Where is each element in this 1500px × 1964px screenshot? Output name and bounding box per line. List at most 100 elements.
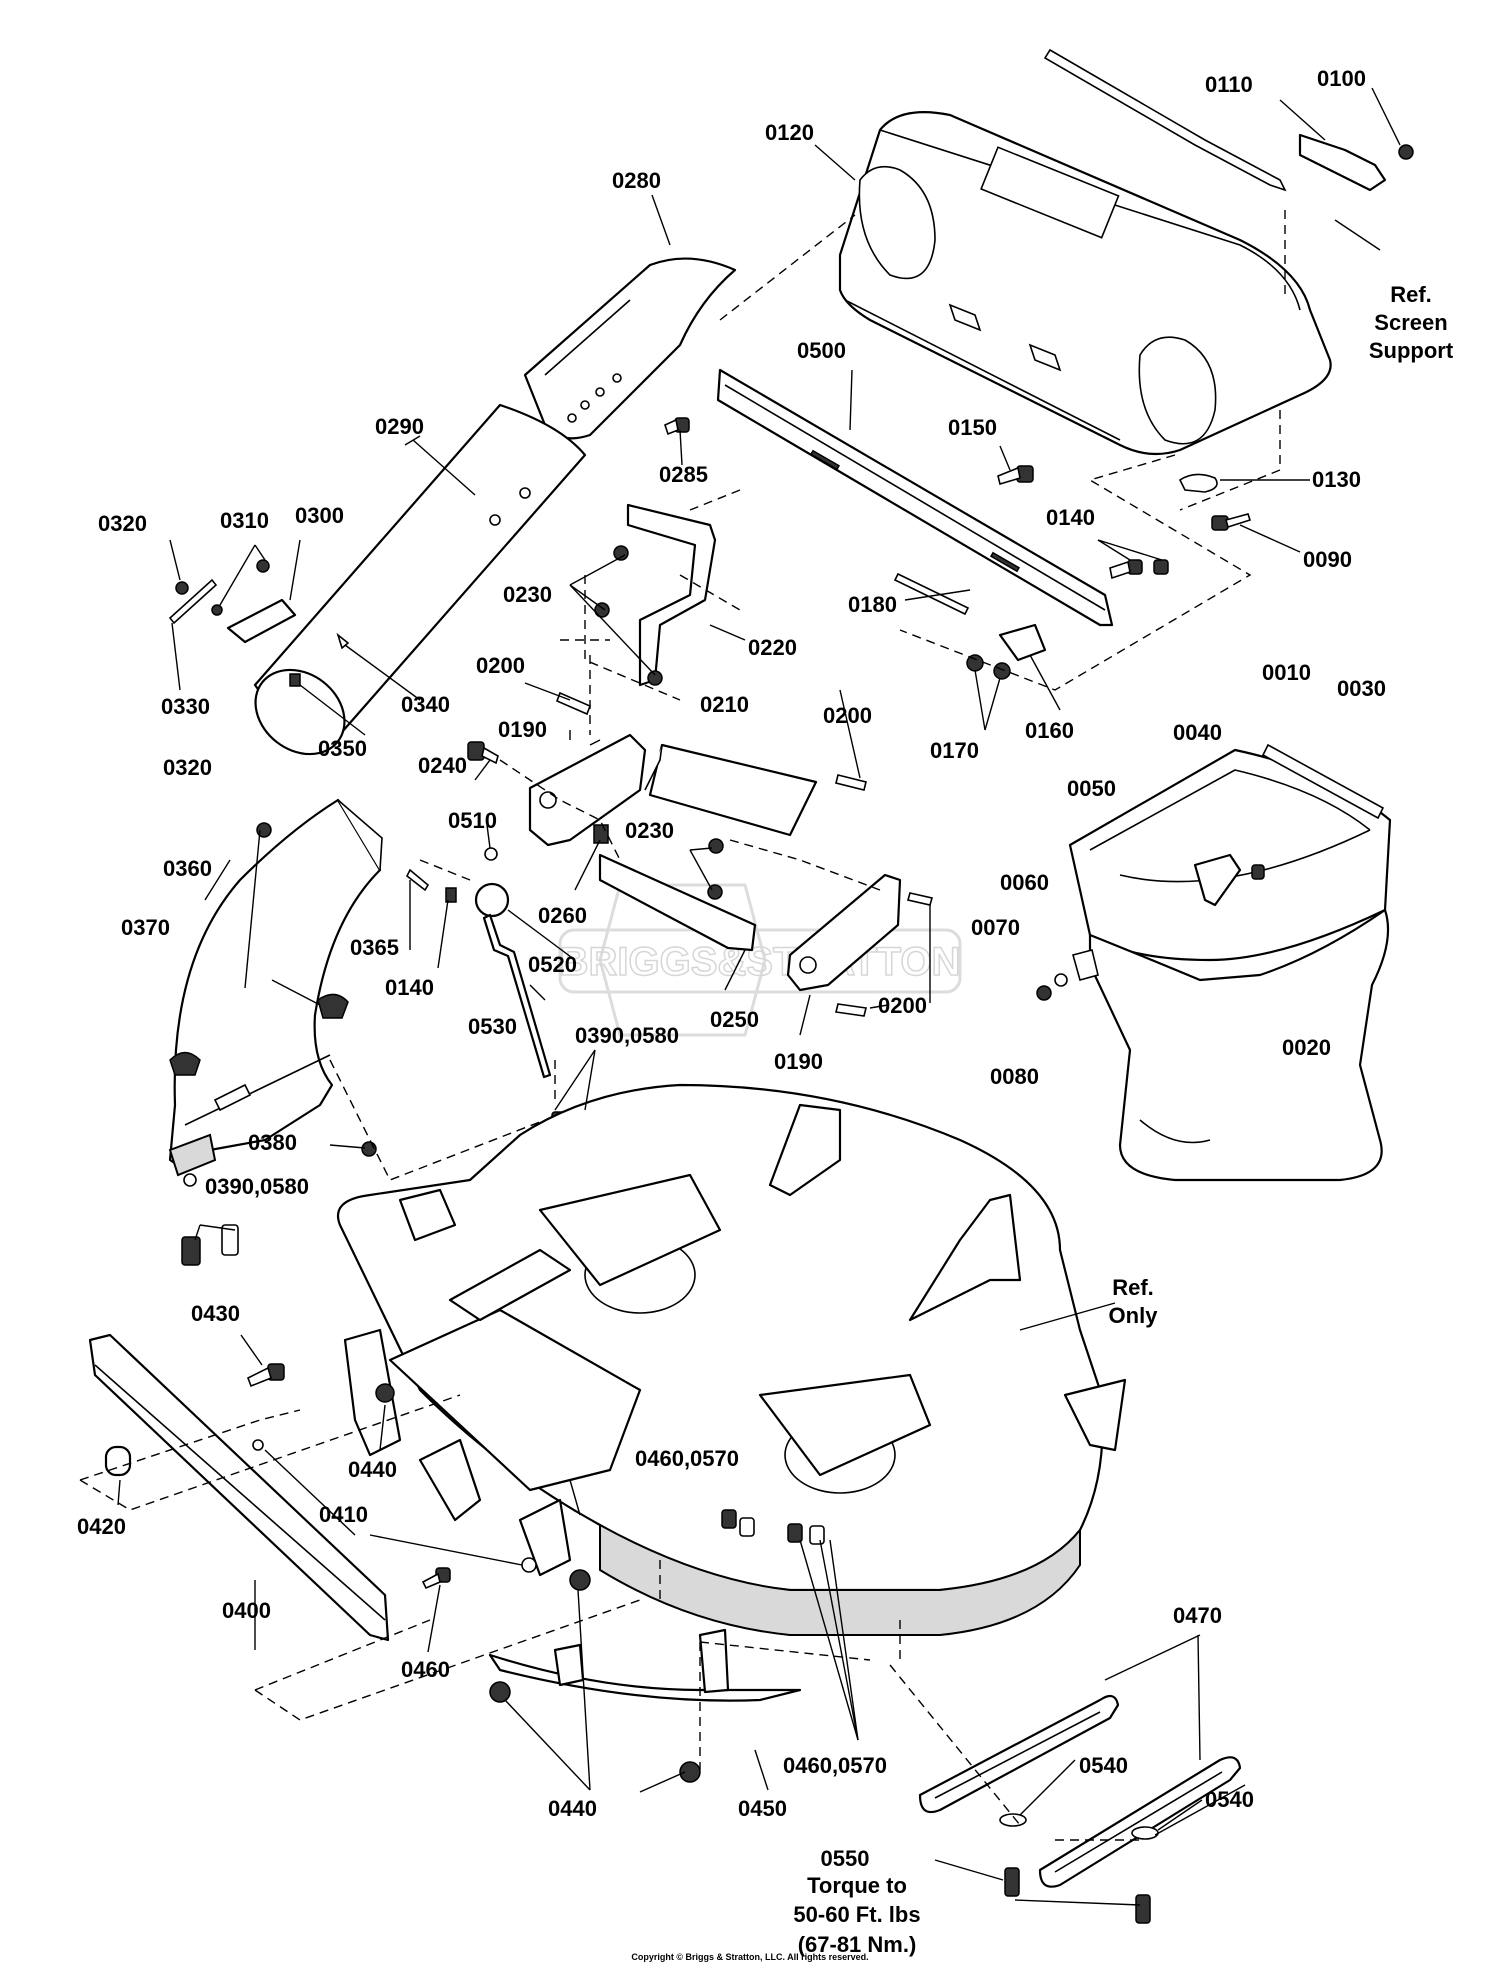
label-0360: 0360 bbox=[163, 856, 212, 881]
label-0020: 0020 bbox=[1282, 1035, 1331, 1060]
label-0120: 0120 bbox=[765, 120, 814, 145]
part-0120-bagger-housing bbox=[838, 111, 1332, 456]
part-0440-nut-upper bbox=[375, 1383, 395, 1403]
part-0530-lift-rod bbox=[482, 913, 552, 1079]
part-0140-bolts-right bbox=[1109, 559, 1169, 580]
label-0330: 0330 bbox=[161, 694, 210, 719]
part-0380-washer bbox=[183, 1173, 197, 1187]
label-0290: 0290 bbox=[375, 414, 424, 439]
label-0450: 0450 bbox=[738, 1796, 787, 1821]
label-0070: 0070 bbox=[971, 915, 1020, 940]
label-0150: 0150 bbox=[948, 415, 997, 440]
label-0180: 0180 bbox=[848, 592, 897, 617]
part-0200-bolt-b bbox=[835, 774, 867, 791]
label-0340: 0340 bbox=[401, 692, 450, 717]
screen-support-rod bbox=[1043, 48, 1287, 192]
label-0370: 0370 bbox=[121, 915, 170, 940]
part-0150-bolt bbox=[997, 465, 1034, 486]
part-0200-bolt-c bbox=[835, 1003, 867, 1017]
part-0460-bolt bbox=[421, 1567, 451, 1590]
part-0160-bracket bbox=[998, 623, 1047, 662]
label-0320-upper: 0320 bbox=[98, 511, 147, 536]
part-0320-nut-lower bbox=[256, 822, 272, 838]
part-0250-bracket bbox=[598, 853, 757, 952]
label-0500: 0500 bbox=[797, 338, 846, 363]
label-0300: 0300 bbox=[295, 503, 344, 528]
label-0200-b: 0200 bbox=[823, 703, 872, 728]
part-0030-handle-rod bbox=[1261, 743, 1385, 820]
part-0540-washer-lower bbox=[1131, 1826, 1159, 1840]
part-0370-knob-b bbox=[317, 993, 349, 1019]
label-0365: 0365 bbox=[350, 935, 399, 960]
leader-lines bbox=[117, 87, 1401, 1906]
part-0090-bolt bbox=[1211, 513, 1252, 531]
label-0140-chute: 0140 bbox=[385, 975, 434, 1000]
part-0350-nut bbox=[289, 673, 301, 687]
label-0350: 0350 bbox=[318, 736, 367, 761]
part-0410-washer-upper bbox=[252, 1439, 264, 1451]
copyright-notice: Copyright © Briggs & Stratton, LLC. All … bbox=[631, 1952, 868, 1962]
note-ref-screen-support: Ref. Screen Support bbox=[1369, 282, 1454, 363]
part-0080-nut bbox=[1036, 985, 1052, 1001]
label-0530: 0530 bbox=[468, 1014, 517, 1039]
svg-text:Ref.: Ref. bbox=[1112, 1275, 1154, 1300]
label-0170: 0170 bbox=[930, 738, 979, 763]
label-0280: 0280 bbox=[612, 168, 661, 193]
label-0460-0570-upper: 0460,0570 bbox=[635, 1446, 739, 1471]
part-0200-bolt-a bbox=[555, 691, 592, 716]
part-0510-clip bbox=[484, 847, 498, 861]
part-0100-nut bbox=[1398, 144, 1414, 160]
part-0330-screw bbox=[168, 578, 218, 625]
label-0285: 0285 bbox=[659, 462, 708, 487]
label-0470-a: 0470 bbox=[1173, 1603, 1222, 1628]
part-0110-latch bbox=[1298, 133, 1387, 192]
part-0400-shield bbox=[88, 1333, 390, 1642]
note-ref-only: Ref. Only bbox=[1109, 1275, 1159, 1328]
part-0440-nut-middle bbox=[569, 1569, 591, 1591]
label-0310: 0310 bbox=[220, 508, 269, 533]
part-0230-nut-c bbox=[647, 670, 663, 686]
label-0100: 0100 bbox=[1317, 66, 1366, 91]
label-0240: 0240 bbox=[418, 753, 467, 778]
part-0230-nut-d bbox=[708, 838, 724, 854]
part-0365-screw bbox=[405, 868, 430, 892]
label-0130: 0130 bbox=[1312, 467, 1361, 492]
label-0540-b: 0540 bbox=[1205, 1787, 1254, 1812]
part-0050-latch bbox=[1193, 853, 1242, 907]
part-0180-rod bbox=[893, 572, 970, 616]
label-0210: 0210 bbox=[700, 692, 749, 717]
part-0440-nut-lower-left bbox=[489, 1681, 511, 1703]
part-0310-nut bbox=[256, 559, 270, 573]
part-0450-baffle bbox=[488, 1628, 802, 1702]
label-0320-lower: 0320 bbox=[163, 755, 212, 780]
part-0285-bolt bbox=[664, 417, 690, 436]
label-0200-a: 0200 bbox=[476, 653, 525, 678]
part-0170-nut-b bbox=[993, 662, 1011, 680]
label-0190-upper: 0190 bbox=[498, 717, 547, 742]
mower-deck bbox=[337, 1083, 1127, 1636]
label-0110: 0110 bbox=[1205, 72, 1253, 97]
part-0220-bracket bbox=[626, 503, 717, 687]
part-0460-bolts-cluster-a bbox=[721, 1509, 755, 1537]
part-0300-bracket bbox=[226, 598, 297, 644]
label-0140-right: 0140 bbox=[1046, 505, 1095, 530]
svg-text:Ref.: Ref. bbox=[1390, 282, 1432, 307]
part-0320-nut-upper bbox=[175, 581, 189, 595]
part-0070-washer bbox=[1054, 973, 1068, 987]
label-0390-upper: 0390,0580 bbox=[575, 1023, 679, 1048]
label-0410: 0410 bbox=[319, 1502, 368, 1527]
svg-text:Only: Only bbox=[1109, 1303, 1159, 1328]
part-0430-bolt bbox=[246, 1363, 285, 1388]
svg-text:Support: Support bbox=[1369, 338, 1454, 363]
part-0550-blade-bolt-b bbox=[1135, 1894, 1151, 1924]
part-0440-nut-lower bbox=[679, 1761, 701, 1783]
label-0460: 0460 bbox=[401, 1657, 450, 1682]
part-0470-blade-upper bbox=[918, 1694, 1120, 1814]
label-0400: 0400 bbox=[222, 1598, 271, 1623]
label-0090: 0090 bbox=[1303, 547, 1352, 572]
part-0520-knob bbox=[474, 882, 510, 918]
label-0260: 0260 bbox=[538, 903, 587, 928]
label-0200-c: 0200 bbox=[878, 993, 927, 1018]
briggs-stratton-watermark: BRIGGS&STRATTON bbox=[558, 883, 962, 1037]
